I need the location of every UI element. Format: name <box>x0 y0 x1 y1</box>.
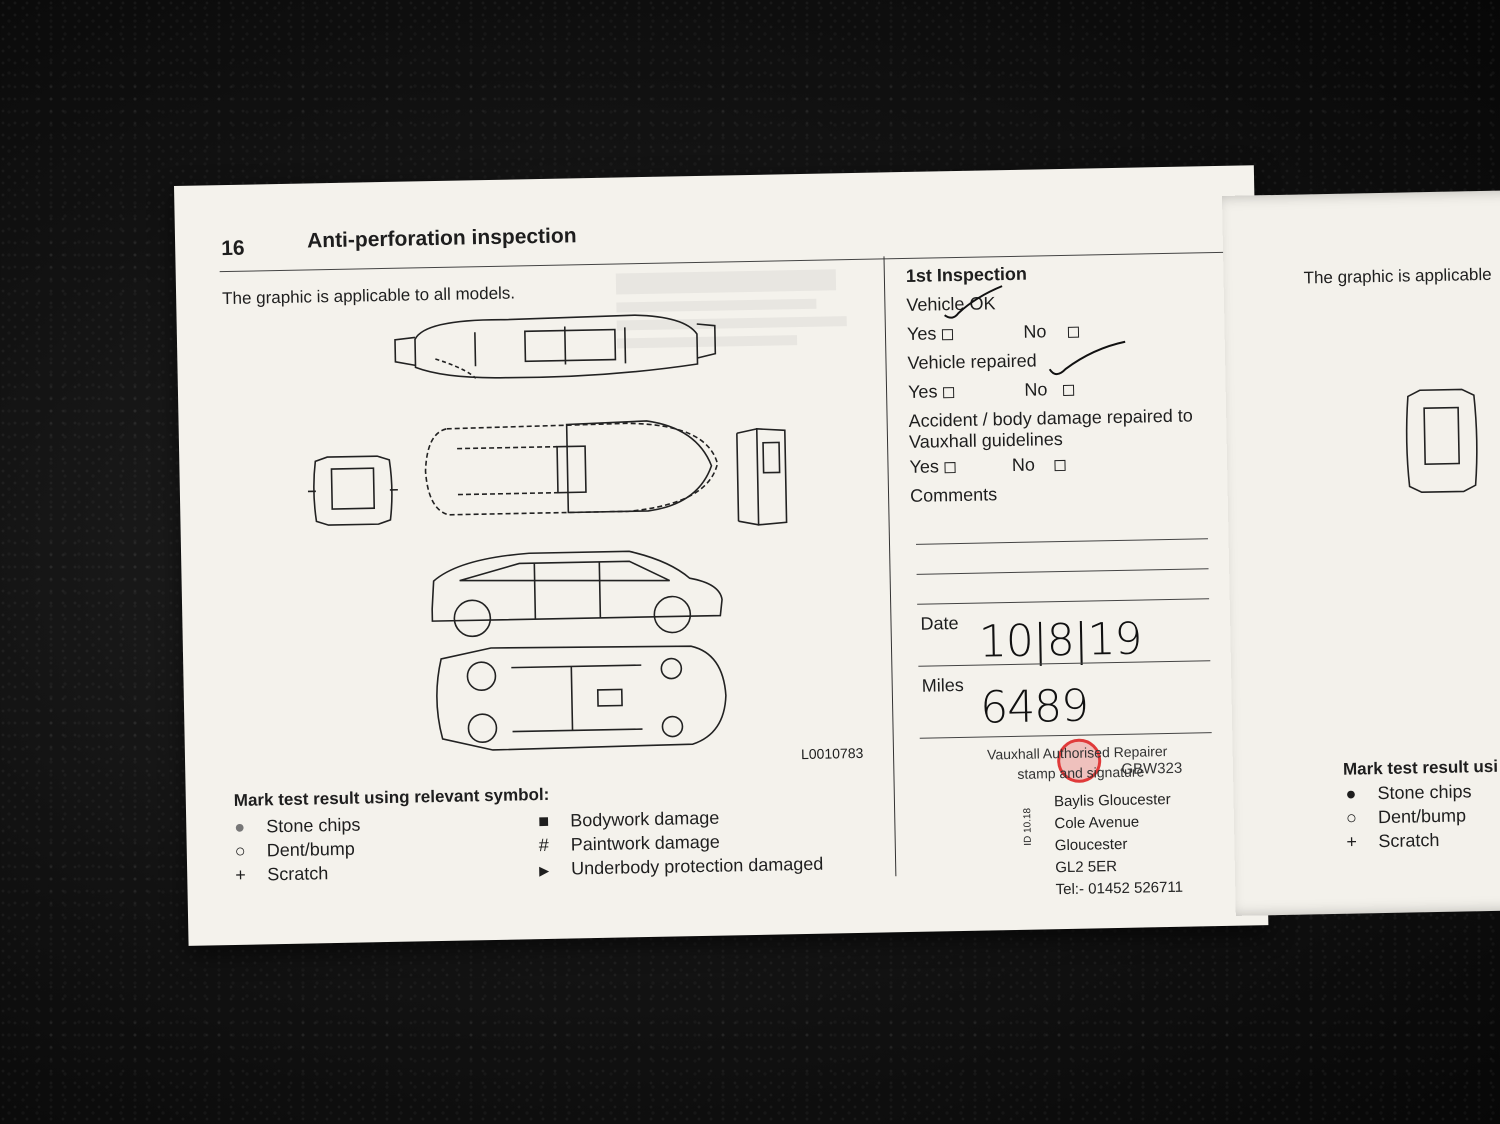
car-roof-view-icon <box>424 420 719 516</box>
diagram-code: L0010783 <box>800 744 864 763</box>
dealer-code: GBW323 <box>1121 759 1183 778</box>
legend-item: ▶Underbody protection damaged <box>539 852 824 883</box>
no-checkbox[interactable] <box>1054 459 1067 471</box>
comment-line <box>916 568 1209 575</box>
dealer-address: Baylis Gloucester Cole Avenue Gloucester… <box>1053 790 1184 899</box>
legend-item: ●Stone chips <box>1345 781 1472 804</box>
page-title: Anti-perforation inspection <box>306 224 577 253</box>
legend-item: ●Stone chips <box>234 814 361 837</box>
filled-circle-icon: ● <box>1345 783 1357 804</box>
applicability-note: The graphic is applicable to all models. <box>221 283 516 309</box>
car-front-view-icon <box>1405 388 1478 494</box>
filled-square-icon: ■ <box>538 810 550 832</box>
plus-icon: + <box>1346 831 1358 852</box>
yes-checkbox[interactable] <box>944 461 957 474</box>
miles-label: Miles <box>921 674 964 696</box>
comments-label: Comments <box>909 484 998 506</box>
legend-left-column: ●Stone chips ○Dent/bump +Scratch <box>234 813 361 887</box>
car-top-view-icon <box>394 314 717 379</box>
date-label: Date <box>920 613 959 634</box>
applicability-note: The graphic is applicable <box>1303 264 1492 288</box>
car-side-view-icon <box>431 550 723 638</box>
legend-item: ○Dent/bump <box>1345 805 1467 828</box>
comment-line <box>916 538 1208 545</box>
legend-title: Mark test result using relevant symbol: <box>233 784 550 810</box>
page-number: 16 <box>220 236 245 261</box>
open-circle-icon: ○ <box>234 840 246 861</box>
comment-line <box>917 598 1210 605</box>
yes-checkbox[interactable] <box>943 386 955 399</box>
legend-item: ○Dent/bump <box>234 838 356 861</box>
stamp-side-code: ID 10.18 <box>1022 807 1034 846</box>
plus-icon: + <box>235 864 246 885</box>
car-diagram <box>307 314 788 751</box>
no-checkbox[interactable] <box>1063 384 1075 396</box>
filled-circle-icon: ● <box>234 816 246 837</box>
checkmark-icon <box>944 285 1003 319</box>
legend-item: +Scratch <box>1346 829 1440 852</box>
legend-column: ●Stone chips ○Dent/bump +Scratch <box>1345 779 1472 853</box>
car-front-view-icon <box>307 455 398 526</box>
checkmark-icon <box>1048 340 1126 376</box>
legend-item: +Scratch <box>235 863 329 885</box>
triangle-right-icon: ▶ <box>539 862 550 879</box>
question-accident: Accident / body damage repaired to Vauxh… <box>908 405 1193 452</box>
hash-icon: # <box>538 834 549 856</box>
open-circle-icon: ○ <box>1345 807 1358 828</box>
date-value[interactable]: 10|8|19 <box>978 613 1142 668</box>
booklet-right-page: The graphic is applicable Mark test resu… <box>1222 189 1500 916</box>
legend-right-column: ■Bodywork damage #Paintwork damage ▶Unde… <box>538 804 824 883</box>
car-rear-view-icon <box>736 428 788 526</box>
no-checkbox[interactable] <box>1068 326 1080 338</box>
miles-line <box>919 732 1212 739</box>
booklet-left-page: 16 Anti-perforation inspection The graph… <box>174 165 1269 946</box>
miles-value[interactable]: 6489 <box>979 680 1089 734</box>
yes-checkbox[interactable] <box>942 328 954 341</box>
legend-title: Mark test result usi <box>1342 756 1499 779</box>
car-underbody-view-icon <box>436 645 727 751</box>
